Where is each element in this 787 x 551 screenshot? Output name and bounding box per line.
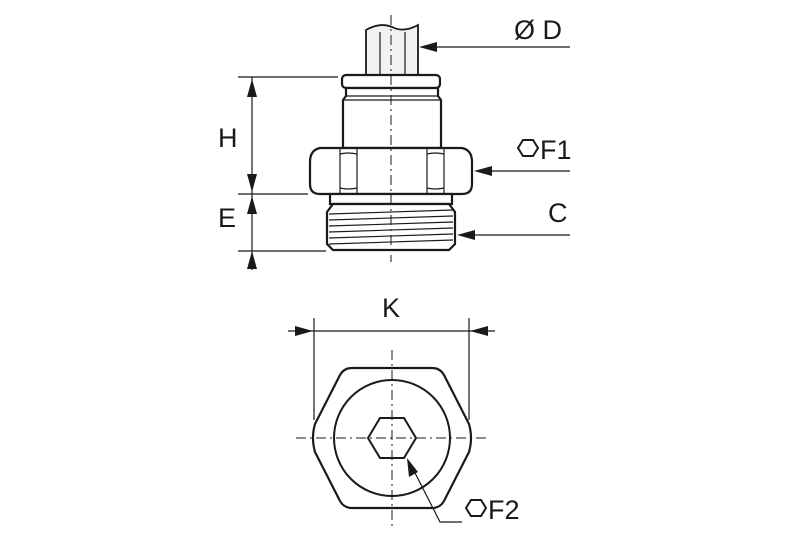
tube — [365, 23, 419, 77]
hexagon-icon — [464, 499, 488, 517]
label-k: K — [382, 293, 400, 323]
leader-f2 — [411, 466, 462, 523]
hexagon-icon — [516, 139, 540, 157]
thread — [325, 202, 457, 252]
upper-body — [341, 86, 443, 150]
bottom-view: K F2 — [288, 293, 520, 526]
label-tube-diameter: Ø D — [514, 15, 562, 45]
label-e: E — [218, 203, 236, 233]
label-f1: F1 — [540, 135, 572, 165]
side-view: Ø D H E F1 C — [218, 15, 572, 270]
label-f2: F2 — [488, 495, 520, 525]
label-f2-group: F2 — [464, 495, 520, 525]
label-c: C — [548, 198, 568, 228]
label-f1-group: F1 — [516, 135, 572, 165]
label-h: H — [218, 123, 238, 153]
